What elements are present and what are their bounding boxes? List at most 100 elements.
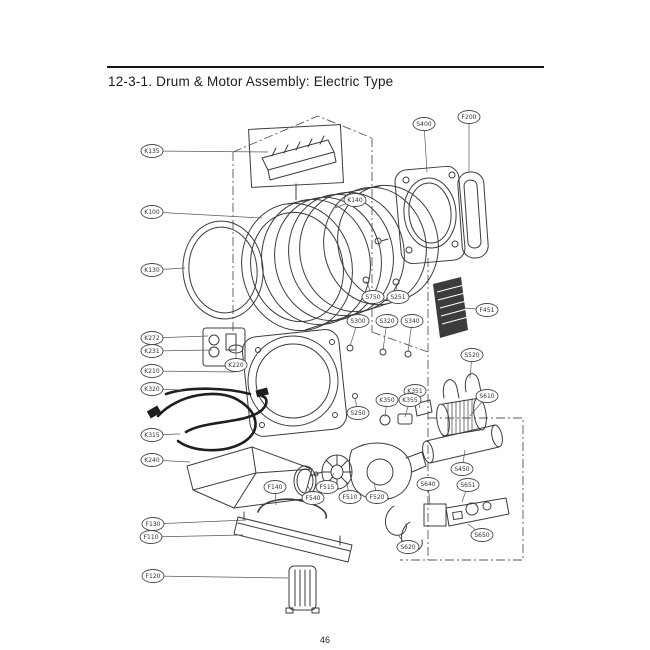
svg-text:F520: F520 [370,494,385,501]
callout-K100: K100 [140,205,164,219]
svg-text:S640: S640 [420,481,435,488]
svg-text:F140: F140 [268,484,283,491]
callout-S450: S450 [450,462,474,476]
roller-shaft [422,424,503,464]
svg-text:F110: F110 [144,534,159,541]
leader-F120 [152,575,289,579]
callout-F140: F140 [263,480,287,494]
callout-F540: F540 [301,491,325,505]
leader-K210 [151,370,236,373]
callout-S750: S750 [361,290,385,304]
callout-F110: F110 [139,530,163,544]
title-rule [107,66,544,68]
blower-housing [348,442,427,501]
air-duct-grille [433,277,469,338]
svg-text:K315: K315 [144,432,160,439]
svg-text:S300: S300 [350,318,365,325]
callout-S640: S640 [416,477,440,491]
page-title: 12-3-1. Drum & Motor Assembly: Electric … [108,74,394,89]
svg-text:S651: S651 [460,482,475,489]
leader-F130 [152,519,247,525]
callout-K231: K231 [140,344,164,358]
callout-F520: F520 [365,490,389,504]
leader-K100 [151,211,263,219]
svg-text:K210: K210 [144,368,160,375]
svg-text:K100: K100 [144,209,160,216]
svg-text:F120: F120 [146,573,161,580]
svg-text:S340: S340 [404,318,419,325]
callout-K220: K220 [224,358,248,372]
svg-text:K351: K351 [407,388,423,395]
svg-text:F200: F200 [462,114,477,121]
callout-S651: S651 [456,478,480,492]
motor-bracket-assembly [423,497,510,527]
svg-text:K355: K355 [402,397,418,404]
svg-text:K130: K130 [144,267,160,274]
screw [374,237,389,245]
callout-K130: K130 [140,263,164,277]
front-seal-ring [182,220,264,320]
leader-S400 [423,123,428,173]
motor [436,397,487,437]
svg-text:S520: S520 [464,352,479,359]
wire-harness [146,387,269,452]
callout-S251: S251 [386,290,410,304]
svg-text:F540: F540 [306,495,321,502]
ribbed-damper [285,565,320,614]
leader-K135 [151,150,269,153]
callout-S610: S610 [475,389,499,403]
callout-S320: S320 [375,314,399,328]
svg-text:S450: S450 [454,466,469,473]
callout-K315: K315 [140,428,164,442]
svg-text:F130: F130 [146,521,161,528]
svg-text:S650: S650 [474,532,489,539]
svg-text:S250: S250 [350,410,365,417]
svg-text:F451: F451 [480,307,495,314]
svg-text:K231: K231 [144,348,160,355]
terminal-bracket [202,327,246,367]
leader-F110 [150,534,244,538]
svg-text:S251: S251 [390,294,405,301]
callout-K272: K272 [140,331,164,345]
callout-S650: S650 [470,528,494,542]
svg-text:K272: K272 [144,335,160,342]
svg-text:S750: S750 [365,294,380,301]
svg-text:K135: K135 [144,148,160,155]
callout-F130: F130 [141,517,165,531]
mount-brackets [442,373,482,399]
callout-K320: K320 [140,382,164,396]
svg-text:K320: K320 [144,386,160,393]
callout-K135: K135 [140,144,164,158]
svg-text:K350: K350 [379,397,395,404]
sensor-bar-assembly [248,124,344,201]
svg-text:K240: K240 [144,457,160,464]
leader-lines [150,117,488,579]
callout-K240: K240 [140,453,164,467]
svg-text:K220: K220 [228,362,244,369]
callout-S520: S520 [460,348,484,362]
svg-text:S400: S400 [416,121,431,128]
callout-F510: F510 [338,490,362,504]
side-panel [457,171,489,259]
rear-bulkhead [394,165,466,265]
callout-S300: S300 [346,314,370,328]
callout-K210: K210 [140,364,164,378]
callout-S340: S340 [400,314,424,328]
svg-text:S620: S620 [400,544,415,551]
callout-S250: S250 [346,406,370,420]
front-panel [241,329,348,437]
callout-F200: F200 [457,110,481,124]
svg-text:K140: K140 [347,197,363,204]
base-rail [233,511,353,563]
callout-K140: K140 [343,193,367,207]
page-number: 46 [319,635,330,645]
callout-K350: K350 [375,393,399,407]
svg-text:S610: S610 [479,393,494,400]
svg-text:F510: F510 [343,494,358,501]
svg-text:S320: S320 [379,318,394,325]
svg-text:F515: F515 [320,484,335,491]
callout-F120: F120 [141,569,165,583]
callout-F451: F451 [475,303,499,317]
